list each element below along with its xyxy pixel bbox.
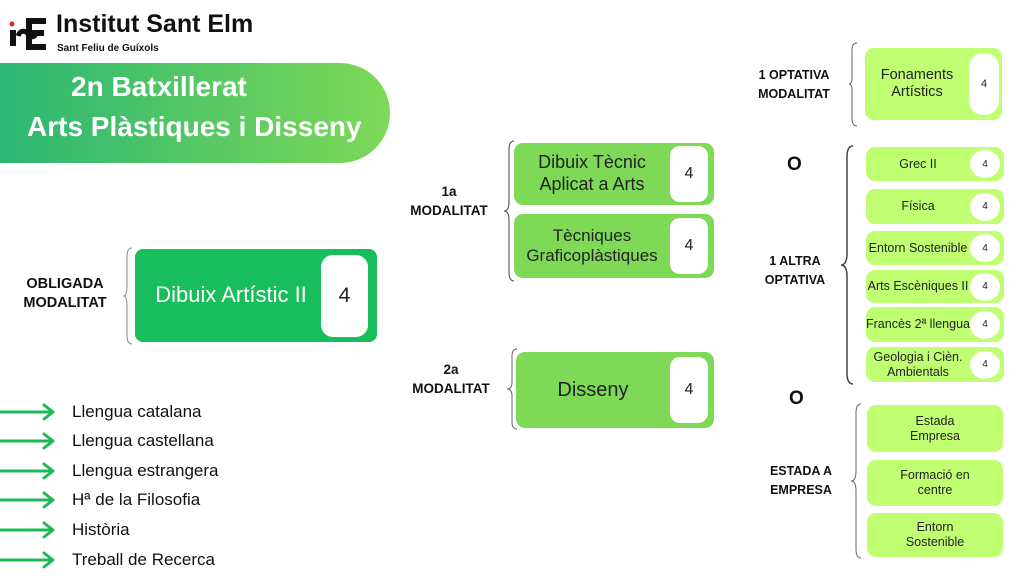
- subject-box: Disseny 4: [516, 352, 714, 428]
- or-separator: O: [789, 388, 804, 409]
- estada-box: Entorn Sostenible: [867, 513, 1003, 557]
- label-line: 1a: [441, 184, 457, 199]
- arrow-right-icon: [0, 519, 56, 541]
- altra-optativa-label: 1 ALTRA OPTATIVA: [752, 252, 838, 290]
- subject-box: Dibuix Tècnic Aplicat a Arts 4: [514, 143, 714, 205]
- hours-badge: 4: [970, 150, 1000, 178]
- arrow-right-icon: [0, 549, 56, 571]
- common-subject-name: Llengua estrangera: [72, 461, 219, 480]
- label-line: EMPRESA: [770, 483, 832, 497]
- estada-label: ESTADA A EMPRESA: [760, 462, 842, 500]
- estada-option: Formació en centre: [900, 468, 970, 497]
- banner-line-2: Arts Plàstiques i Disseny: [27, 111, 362, 142]
- common-subject-name: Història: [72, 520, 130, 539]
- subject-name: Entorn Sostenible: [868, 240, 968, 255]
- brace-icon: [122, 247, 133, 345]
- subject-name: Dibuix Artístic II: [155, 282, 307, 308]
- label-line: MODALITAT: [410, 203, 488, 218]
- label-line: MODALITAT: [758, 87, 830, 101]
- optativa-modalitat-label: 1 OPTATIVA MODALITAT: [746, 66, 842, 104]
- common-subject-item: Treball de Recerca: [0, 549, 215, 571]
- estada-box: Estada Empresa: [867, 405, 1003, 452]
- hours-badge: 4: [970, 272, 1000, 301]
- brace-icon: [850, 403, 862, 559]
- hours-badge: 4: [670, 146, 708, 202]
- estada-option: Entorn Sostenible: [905, 520, 965, 549]
- optativa-box: Física 4: [866, 189, 1004, 224]
- brace-icon: [506, 348, 518, 430]
- label-line: 1 ALTRA: [769, 254, 821, 268]
- common-subject-name: Llengua catalana: [72, 402, 202, 421]
- school-logo: [8, 14, 48, 52]
- common-subject-item: Llengua catalana: [0, 401, 202, 423]
- hours-badge: 4: [670, 357, 708, 423]
- label-line: OPTATIVA: [764, 273, 826, 287]
- label-line: ESTADA A: [769, 464, 833, 478]
- subject-name: Dibuix Tècnic Aplicat a Arts: [538, 152, 646, 194]
- hours-badge: 4: [670, 218, 708, 274]
- common-subject-name: Treball de Recerca: [72, 550, 215, 569]
- subject-name: Disseny: [557, 379, 629, 401]
- subject-box-dibuix-artistic: Dibuix Artístic II 4: [135, 249, 377, 342]
- banner-line-1: 2n Batxillerat: [71, 71, 247, 102]
- school-location: Sant Feliu de Guíxols: [57, 43, 159, 54]
- label-line: OBLIGADA: [26, 276, 104, 292]
- brace-icon: [503, 140, 515, 282]
- obligada-label: OBLIGADA MODALITAT: [12, 275, 118, 313]
- estada-option: Estada Empresa: [909, 413, 961, 443]
- subject-box: Tècniques Graficoplàstiques 4: [514, 214, 714, 278]
- subject-box: Fonaments Artístics 4: [865, 48, 1002, 120]
- arrow-right-icon: [0, 430, 56, 452]
- label-line: 2a: [443, 362, 459, 377]
- school-name: Institut Sant Elm: [56, 10, 254, 38]
- arrow-right-icon: [0, 460, 56, 482]
- hours-badge: 4: [970, 350, 1000, 379]
- label-line: MODALITAT: [412, 381, 490, 396]
- subject-name: Arts Escèniques II: [867, 279, 969, 293]
- arrow-right-icon: [0, 401, 56, 423]
- arrow-right-icon: [0, 489, 56, 511]
- subject-name: Francès 2ª llengua: [866, 317, 970, 331]
- subject-name: Geologia i Cièn. Ambientals: [873, 349, 963, 379]
- common-subject-item: Llengua castellana: [0, 430, 214, 452]
- common-subject-name: Hª de la Filosofia: [72, 490, 201, 509]
- common-subject-name: Llengua castellana: [72, 431, 214, 450]
- common-subject-item: Hª de la Filosofia: [0, 489, 200, 511]
- subject-name: Tècniques Graficoplàstiques: [526, 225, 658, 265]
- or-separator: O: [787, 154, 802, 175]
- subject-name: Física: [901, 199, 935, 213]
- optativa-box: Grec II 4: [866, 147, 1004, 181]
- hours-badge: 4: [970, 234, 1000, 262]
- hours-badge: 4: [321, 254, 368, 337]
- label-line: 1 OPTATIVA: [758, 68, 830, 82]
- common-subject-item: Llengua estrangera: [0, 460, 219, 482]
- brace-icon: [840, 145, 854, 385]
- subject-name: Grec II: [899, 156, 937, 171]
- common-subject-item: Història: [0, 519, 130, 541]
- hours-badge: 4: [970, 310, 1000, 339]
- brace-icon: [848, 42, 858, 127]
- hours-badge: 4: [969, 53, 999, 115]
- subject-name: Fonaments Artístics: [880, 66, 954, 100]
- hours-badge: 4: [970, 192, 1000, 221]
- title-banner: 2n Batxillerat Arts Plàstiques i Disseny: [0, 63, 390, 163]
- label-line: MODALITAT: [23, 295, 107, 311]
- estada-box: Formació en centre: [867, 460, 1003, 506]
